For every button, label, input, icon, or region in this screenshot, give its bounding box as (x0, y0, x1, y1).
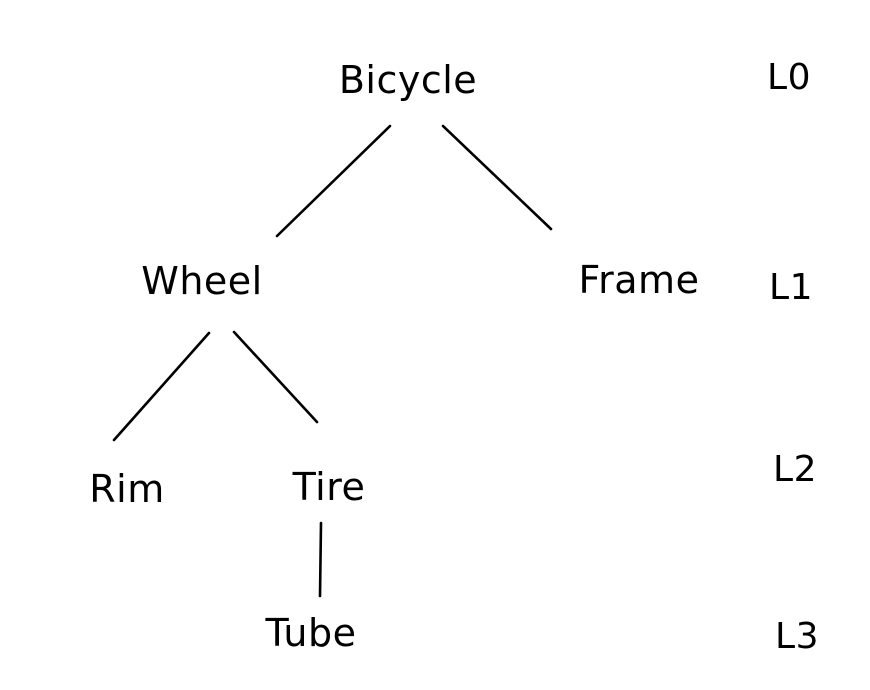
edge-wheel-rim (112, 331, 211, 442)
level-label-l0: L0 (767, 57, 811, 98)
level-label-l2: L2 (773, 449, 817, 490)
node-rim[interactable]: Rim (89, 467, 165, 511)
level-label-l3: L3 (775, 616, 819, 657)
edge-bicycle-frame (441, 124, 553, 231)
node-tire[interactable]: Tire (292, 465, 366, 509)
edge-bicycle-wheel (275, 124, 392, 238)
node-tube[interactable]: Tube (265, 611, 357, 655)
node-wheel[interactable]: Wheel (141, 259, 263, 303)
level-label-l1: L1 (769, 267, 813, 308)
edge-wheel-tire (232, 330, 319, 424)
node-bicycle[interactable]: Bicycle (338, 58, 478, 102)
node-frame[interactable]: Frame (578, 258, 700, 302)
edge-tire-tube (318, 521, 323, 598)
